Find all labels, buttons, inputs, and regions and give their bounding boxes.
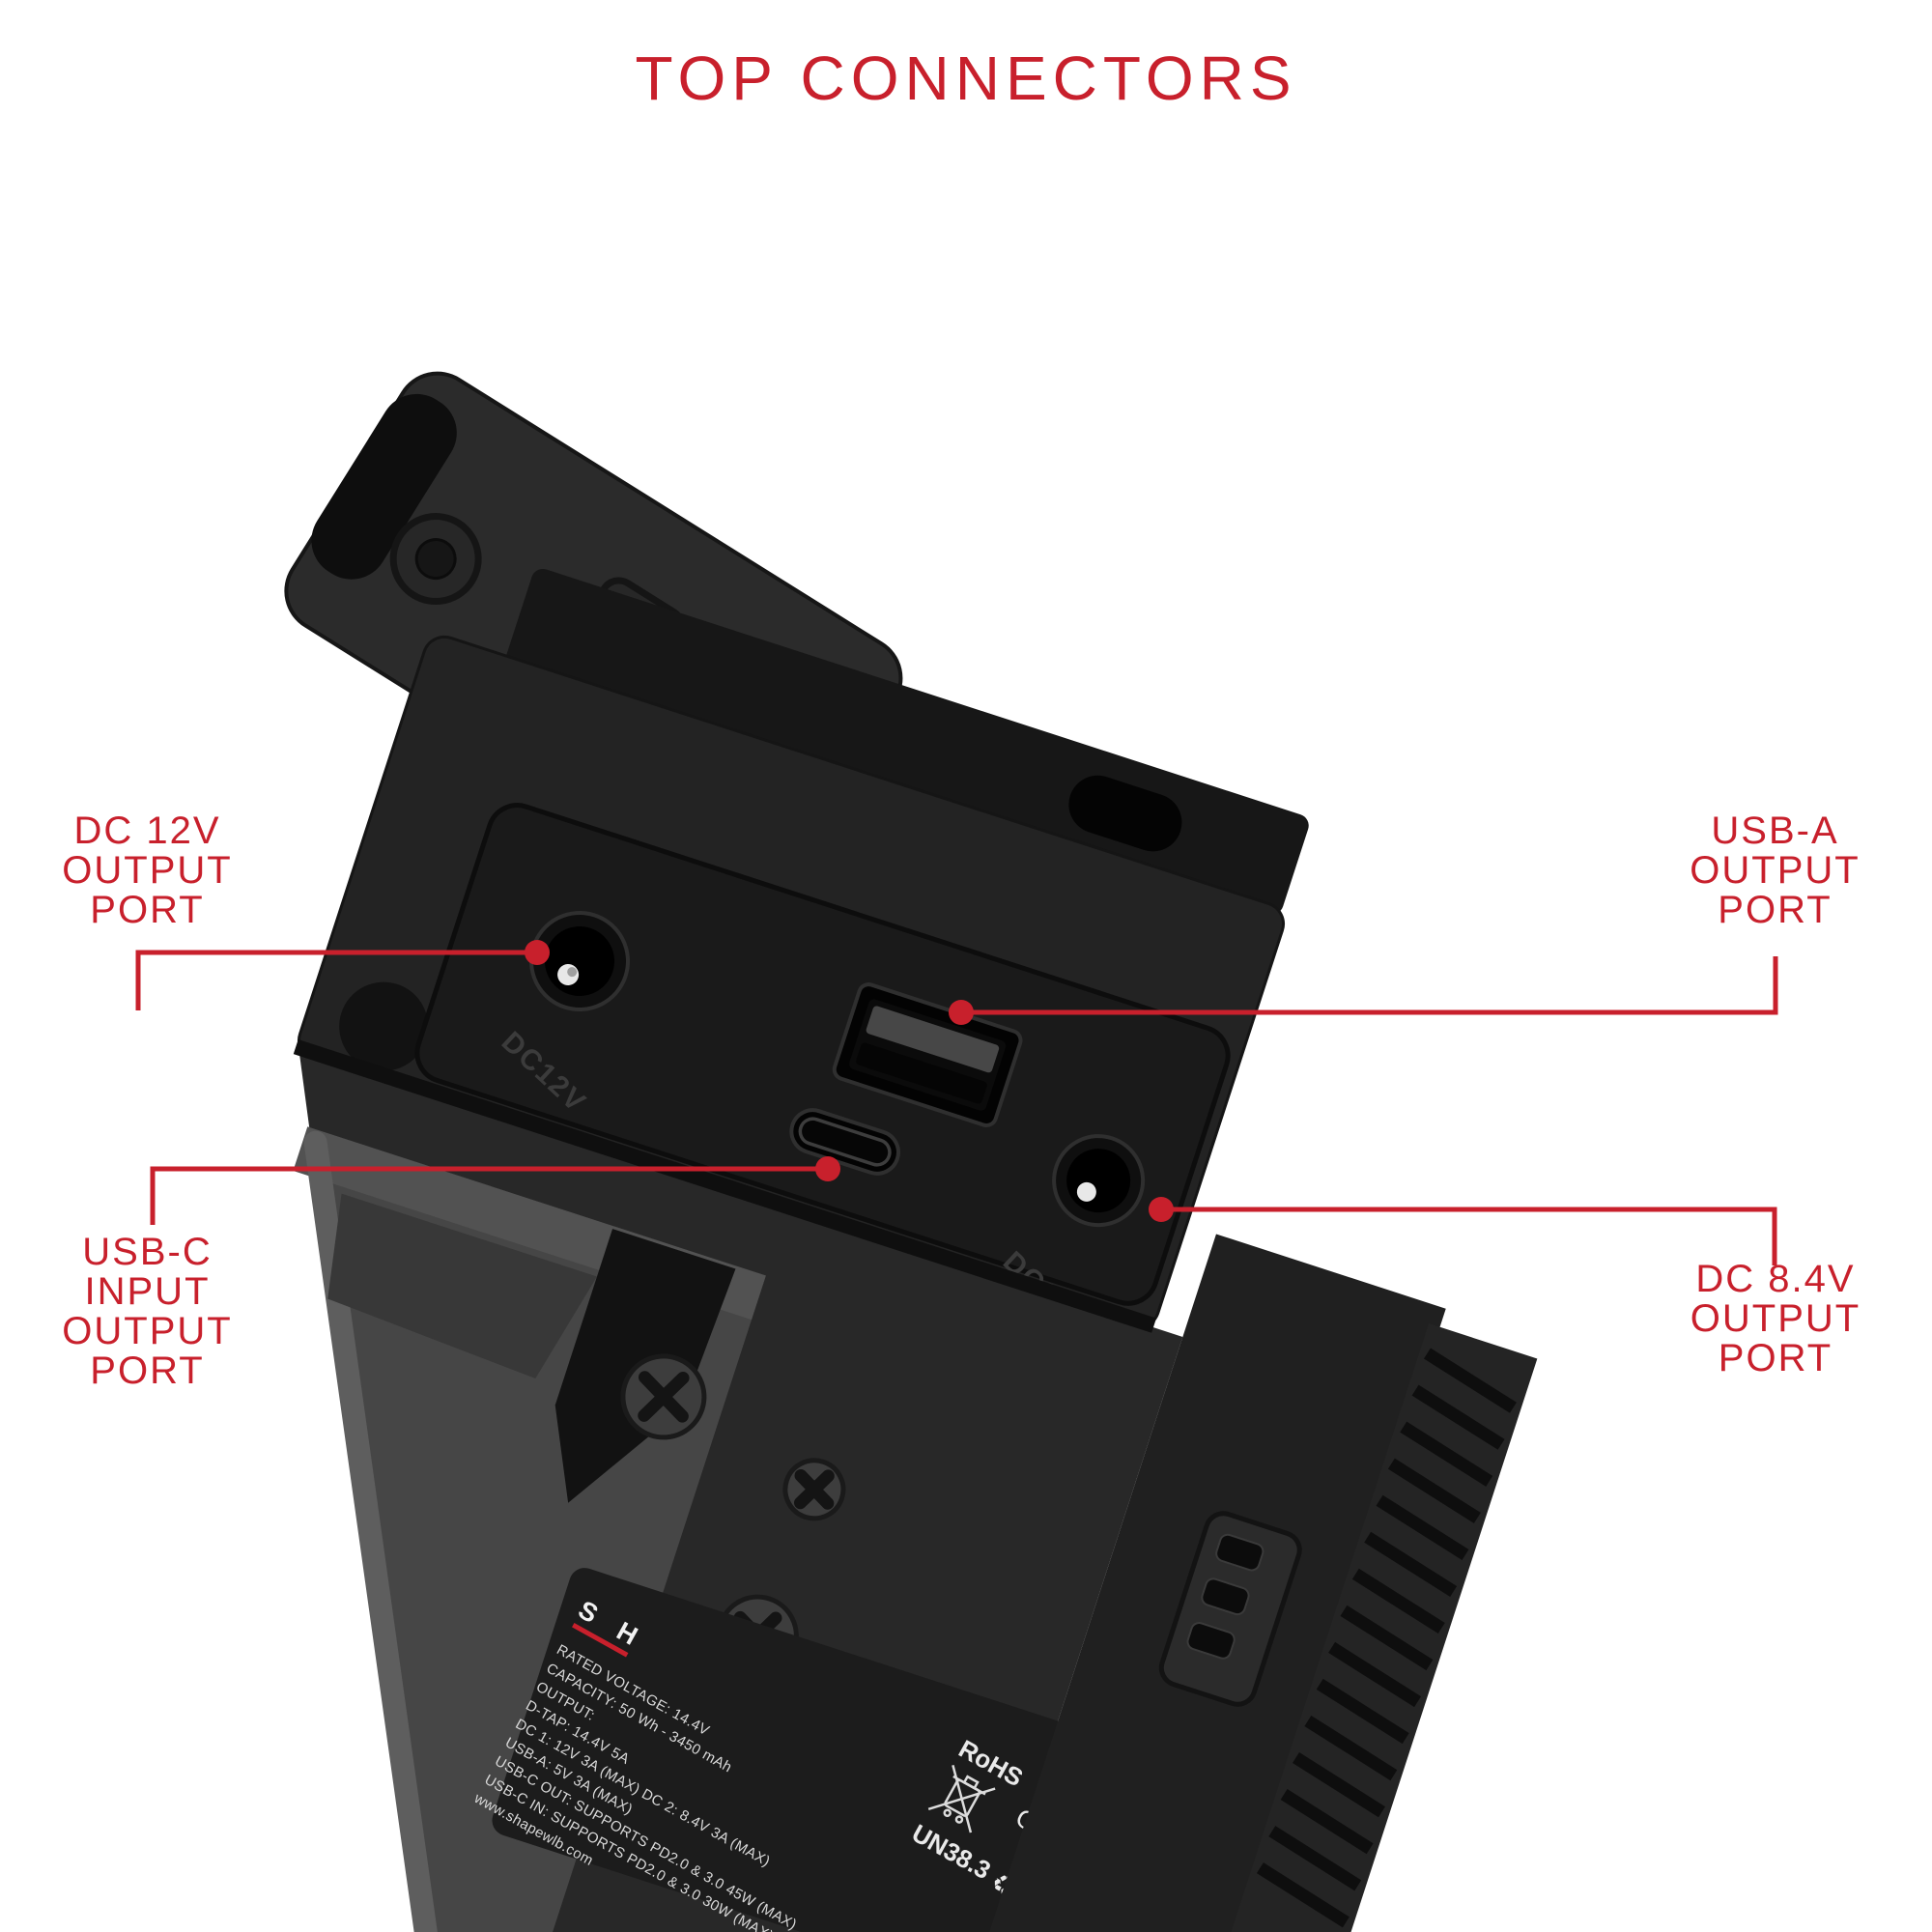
usb-c-port — [789, 1108, 900, 1176]
callout-line: PORT — [90, 889, 205, 931]
leader-line-usb-a — [961, 956, 1778, 1015]
leader-dot-dc84v — [1149, 1197, 1174, 1222]
page-title: TOP CONNECTORS — [635, 43, 1297, 113]
callout-line: DC 8.4V — [1695, 1258, 1856, 1300]
usb-a-port — [832, 982, 1023, 1127]
callout-usb-a: USB-A OUTPUT PORT — [1637, 811, 1913, 930]
callout-line: OUTPUT — [1690, 1297, 1861, 1340]
flap-grip — [311, 393, 457, 580]
callout-line: PORT — [1718, 889, 1833, 931]
callout-line: PORT — [1718, 1337, 1833, 1379]
callout-dc-8-4v: DC 8.4V OUTPUT PORT — [1631, 1260, 1920, 1378]
side-recess — [339, 981, 429, 1071]
callout-line: INPUT — [84, 1270, 211, 1313]
weee-bin-icon — [927, 1764, 996, 1833]
callout-line: USB-C — [82, 1231, 213, 1273]
side-ribs — [1226, 1323, 1538, 1932]
leader-dot-usb-c — [815, 1156, 840, 1181]
callout-line: PORT — [90, 1350, 205, 1392]
callout-line: OUTPUT — [62, 1310, 233, 1352]
callout-line: OUTPUT — [1690, 849, 1861, 892]
brand-underline — [572, 1623, 629, 1658]
leader-dot-usb-a — [949, 1000, 974, 1025]
callout-leaders — [135, 940, 1778, 1265]
callout-dc-12v: DC 12V OUTPUT PORT — [10, 811, 285, 930]
battery-device: DC12V DC8.4V — [293, 568, 1538, 1932]
leader-line-dc84v — [1161, 1207, 1777, 1265]
callout-line: OUTPUT — [62, 849, 233, 892]
screw-2 — [782, 1458, 846, 1521]
screw-1 — [620, 1353, 707, 1440]
callout-line: USB-A — [1711, 810, 1839, 852]
dc-8-4v-port — [1052, 1134, 1146, 1228]
v-plate-step — [327, 1193, 597, 1379]
leader-dot-dc12v — [525, 940, 550, 965]
port-panel — [414, 803, 1231, 1306]
callout-usb-c: USB-C INPUT OUTPUT PORT — [10, 1233, 285, 1391]
d-tap-cover — [1158, 1511, 1302, 1707]
leader-line-usb-c — [150, 1166, 828, 1225]
dc-12v-port — [529, 911, 630, 1011]
leader-line-dc12v — [135, 950, 537, 1010]
body-seam — [293, 1038, 1157, 1333]
top-slot — [1068, 775, 1182, 852]
flap-dc-plug-mold — [389, 513, 482, 606]
spec-label — [492, 1568, 1072, 1932]
callout-line: DC 12V — [73, 810, 221, 852]
